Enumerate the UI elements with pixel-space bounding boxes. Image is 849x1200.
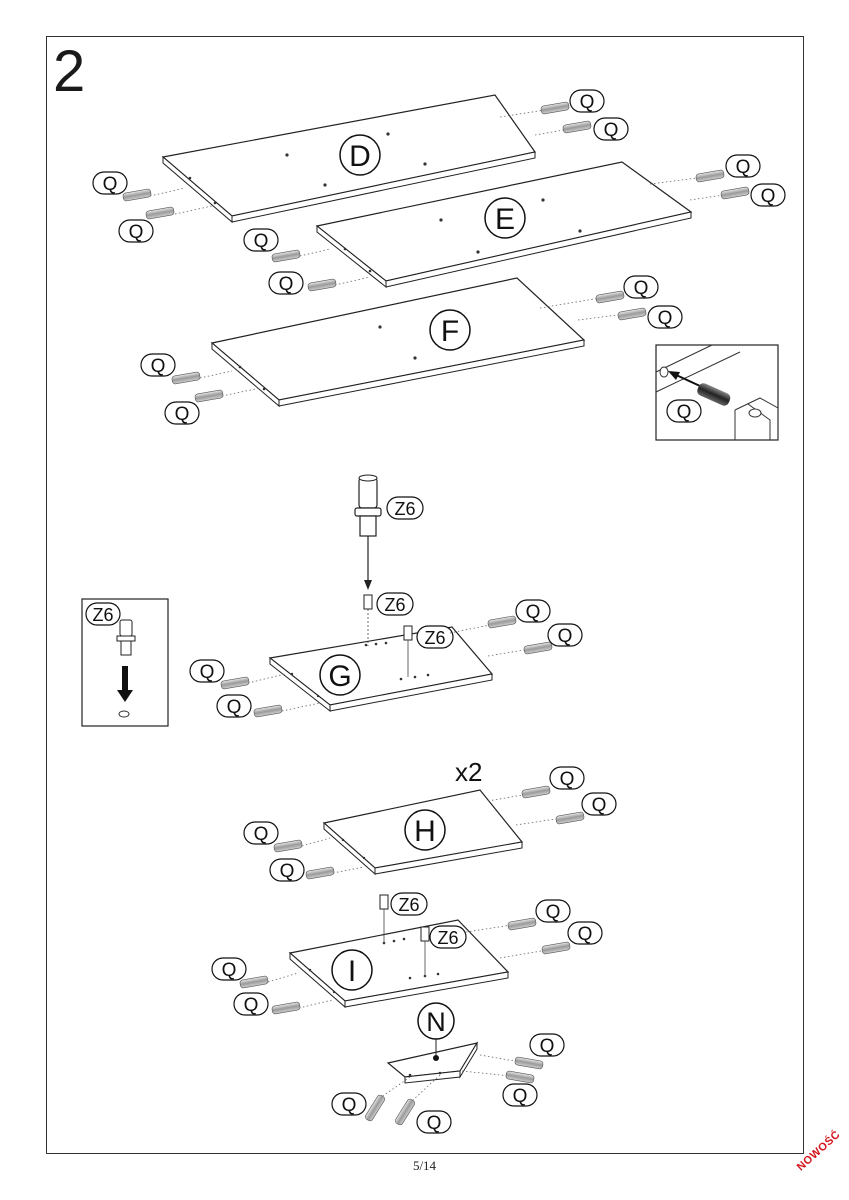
panel-g-letter: G [328,660,351,693]
svg-text:Q: Q [560,769,575,790]
quantity-label: x2 [455,757,482,787]
q-label: Q [118,219,154,243]
svg-text:Q: Q [427,1113,442,1134]
q-label: Q [535,899,571,923]
svg-text:Q: Q [540,1036,555,1057]
svg-text:Q: Q [254,231,269,252]
q-label: Q [416,1110,452,1134]
svg-text:Q: Q [736,157,751,178]
bracket-n-letter: N [426,1007,446,1037]
q-label: Q [92,171,128,195]
q-label: Q [750,183,786,207]
svg-text:Q: Q [592,795,607,816]
z6-label-i-left: Z6 [390,892,428,916]
z6-inset-label: Z6 [85,602,121,626]
z6-label-g-right: Z6 [416,625,454,649]
q-label: Q [269,858,305,882]
q-label: Q [243,228,279,252]
panel-i-label: I [331,949,373,991]
panel-h-label: H [404,809,446,851]
z6-letter-2: Z6 [384,595,405,615]
bracket-n-label: N [417,1002,455,1040]
q-label: Q [189,659,225,683]
q-label: Q [515,599,551,623]
svg-text:Q: Q [280,861,295,882]
bracket-n [386,1038,479,1084]
svg-text:Q: Q [604,120,619,141]
instruction-frame [46,36,804,1154]
q-label: Q [529,1033,565,1057]
dowels [149,109,731,1101]
page-number: 5/14 [412,1158,437,1173]
panel-f [210,277,586,408]
svg-text:Q: Q [578,924,593,945]
svg-text:Q: Q [761,186,776,207]
svg-text:Q: Q [580,92,595,113]
panel-g [268,626,494,713]
svg-text:Q: Q [658,308,673,329]
inset-dowel-label: Q [666,399,702,423]
q-label: Q [268,271,304,295]
panel-d-label: D [339,134,381,176]
panel-d-letter: D [349,140,371,173]
dowel-detail-inset [655,344,779,441]
z6-letter-4: Z6 [92,605,113,625]
q-label: Q [164,401,200,425]
q-label: Q [569,89,605,113]
q-label: Q [140,353,176,377]
q-label: Q [502,1083,538,1107]
svg-text:Q: Q [151,356,166,377]
z6-letter-1: Z6 [394,499,415,519]
svg-text:Q: Q [244,995,259,1016]
step-number: 2 [53,39,86,104]
svg-text:Q: Q [279,274,294,295]
inset-dowel-letter: Q [677,402,692,423]
panel-g-label: G [319,654,361,696]
svg-text:Q: Q [222,960,237,981]
panel-e-letter: E [495,203,515,236]
q-label: Q [216,694,252,718]
svg-text:Q: Q [546,902,561,923]
svg-text:Q: Q [129,222,144,243]
z6-insertion-tool [354,474,413,677]
z6-label-i-right: Z6 [429,925,467,949]
z6-letter-5: Z6 [398,895,419,915]
q-label: Q [623,275,659,299]
q-label: Q [547,623,583,647]
panel-i [288,919,510,1009]
svg-text:Q: Q [200,662,215,683]
svg-text:Q: Q [342,1095,357,1116]
panel-i-letter: I [348,955,356,988]
svg-text:Q: Q [513,1086,528,1107]
svg-text:Q: Q [558,626,573,647]
q-label: Q [233,992,269,1016]
q-label: Q [581,792,617,816]
svg-text:Q: Q [227,697,242,718]
z6-connectors-i [379,894,430,977]
q-label: Q [647,305,683,329]
q-label: Q [549,766,585,790]
svg-text:Q: Q [634,278,649,299]
panel-f-letter: F [441,315,459,348]
svg-text:Q: Q [103,174,118,195]
panel-f-label: F [429,309,471,351]
svg-text:Q: Q [526,602,541,623]
q-label: Q [593,117,629,141]
panel-h-letter: H [414,815,436,848]
z6-letter-6: Z6 [437,928,458,948]
q-label: Q [725,154,761,178]
q-label: Q [567,921,603,945]
q-labels: Q Q Q Q Q Q Q Q Q Q Q Q Q Q Q Q Q Q Q Q … [92,89,786,1134]
svg-text:Q: Q [254,824,269,845]
q-label: Q [331,1092,367,1116]
z6-label-g-left: Z6 [376,592,414,616]
svg-text:Q: Q [175,404,190,425]
q-label: Q [211,957,247,981]
q-label: Q [243,821,279,845]
z6-letter-3: Z6 [424,628,445,648]
z6-label-tool: Z6 [386,496,424,520]
panel-e-label: E [484,197,526,239]
